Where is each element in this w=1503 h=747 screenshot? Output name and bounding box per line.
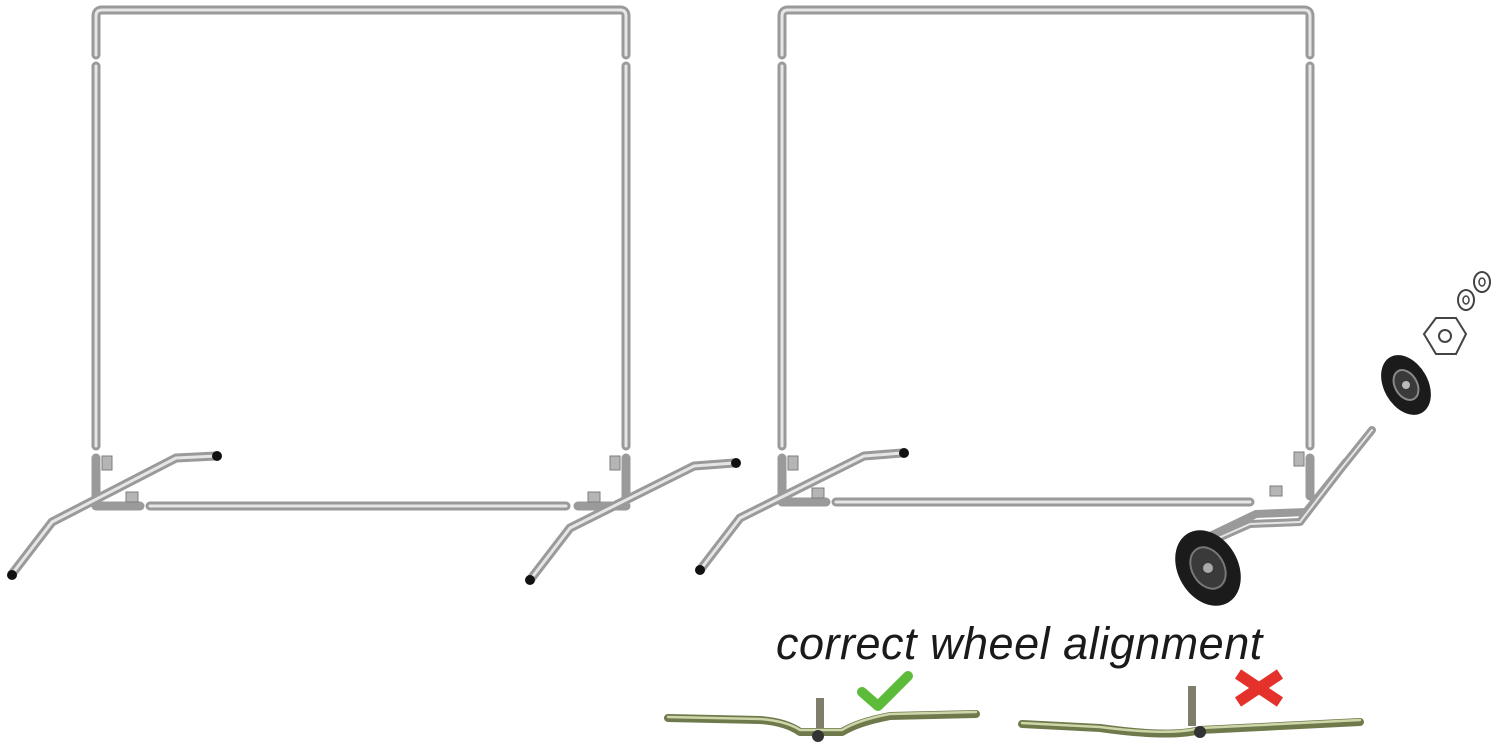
- axle-incorrect: [1018, 686, 1364, 738]
- cross-icon: [1234, 669, 1284, 707]
- caption: correct wheel alignment: [776, 618, 1263, 669]
- wheel-front: [1175, 530, 1241, 606]
- nut: [1473, 271, 1491, 293]
- wheel-rear: [1381, 355, 1431, 415]
- frame-left: [7, 5, 741, 585]
- hub-cap: [1422, 317, 1468, 355]
- washer: [1457, 289, 1475, 311]
- axle-correct: [664, 698, 980, 742]
- frame-right: [695, 5, 1376, 575]
- check-icon: [857, 671, 913, 711]
